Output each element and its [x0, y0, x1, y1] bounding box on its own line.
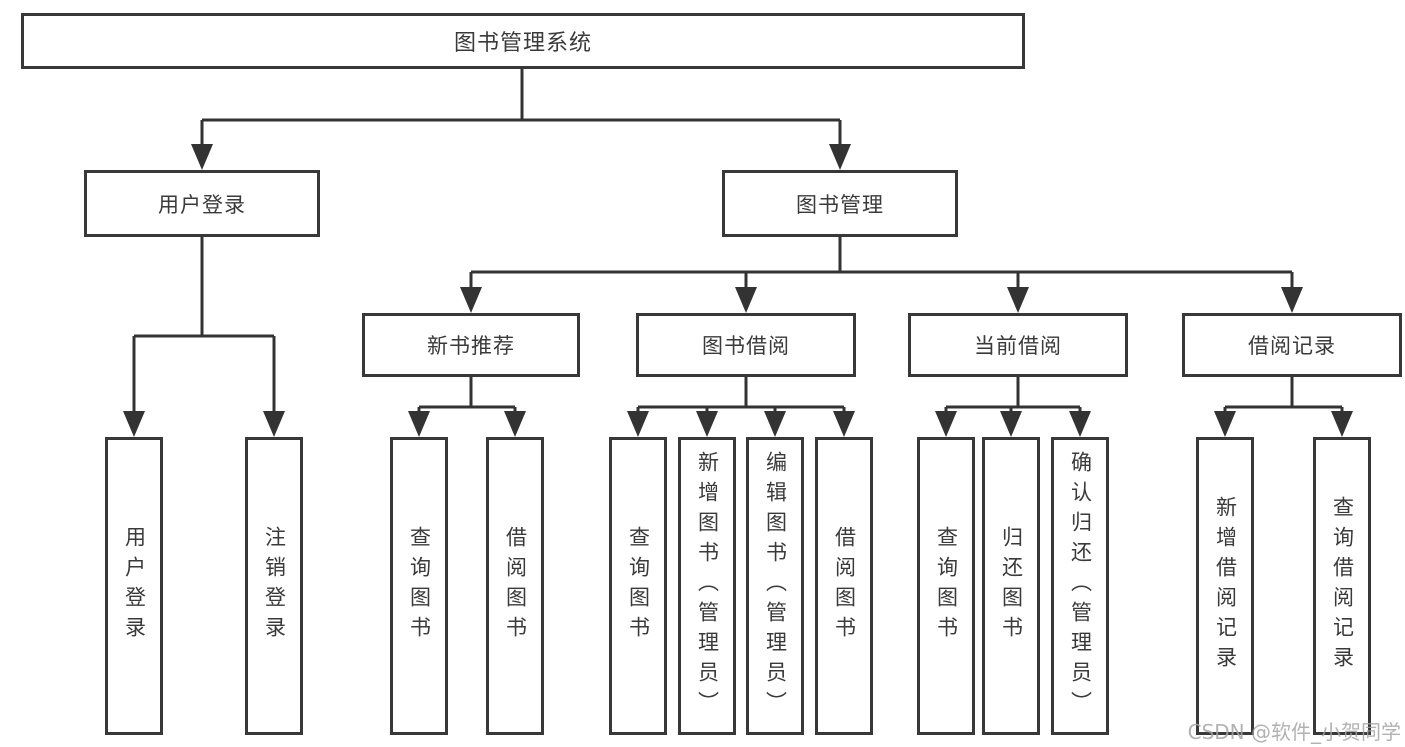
node-book-borrowing: 图书借阅	[636, 313, 856, 377]
leaf-label: 查询图书	[934, 526, 959, 646]
node-root-library-system: 图书管理系统	[21, 13, 1025, 69]
leaf-label: 注销登录	[262, 526, 287, 646]
node-current-borrowing: 当前借阅	[908, 313, 1128, 377]
arrowheads	[123, 144, 1353, 437]
leaf-label: 查询借阅记录	[1330, 496, 1355, 676]
leaf-label: 查询图书	[407, 526, 432, 646]
leaf-label: 查询图书	[626, 526, 651, 646]
node-user-login-branch: 用户登录	[84, 170, 320, 237]
leaf-logout: 注销登录	[245, 437, 303, 735]
leaf-query-borrow-record: 查询借阅记录	[1313, 437, 1371, 735]
leaf-add-borrow-record: 新增借阅记录	[1196, 437, 1254, 735]
leaf-label: 借阅图书	[832, 526, 857, 646]
leaf-label: 新增图书（管理员）	[695, 451, 720, 721]
leaf-query-books-current: 查询图书	[917, 437, 975, 735]
node-borrowing-records: 借阅记录	[1182, 313, 1402, 377]
leaf-add-books-admin: 新增图书（管理员）	[678, 437, 736, 735]
leaf-query-books-recommend: 查询图书	[390, 437, 448, 735]
leaf-label: 确认归还（管理员）	[1068, 451, 1093, 721]
leaf-borrow-books-recommend: 借阅图书	[486, 437, 544, 735]
node-book-management-branch: 图书管理	[722, 170, 958, 237]
leaf-label: 归还图书	[999, 526, 1024, 646]
leaf-confirm-return-admin: 确认归还（管理员）	[1051, 437, 1109, 735]
leaf-borrow-books: 借阅图书	[815, 437, 873, 735]
leaf-label: 借阅图书	[503, 526, 528, 646]
leaf-return-books: 归还图书	[982, 437, 1040, 735]
leaf-label: 用户登录	[122, 526, 147, 646]
leaf-label: 编辑图书（管理员）	[763, 451, 788, 721]
leaf-query-books-borrowing: 查询图书	[609, 437, 667, 735]
leaf-label: 新增借阅记录	[1213, 496, 1238, 676]
node-new-book-recommend: 新书推荐	[362, 313, 580, 377]
leaf-user-login: 用户登录	[105, 437, 163, 735]
leaf-edit-books-admin: 编辑图书（管理员）	[746, 437, 804, 735]
csdn-watermark: CSDN @软件_小贺同学	[1187, 720, 1401, 744]
